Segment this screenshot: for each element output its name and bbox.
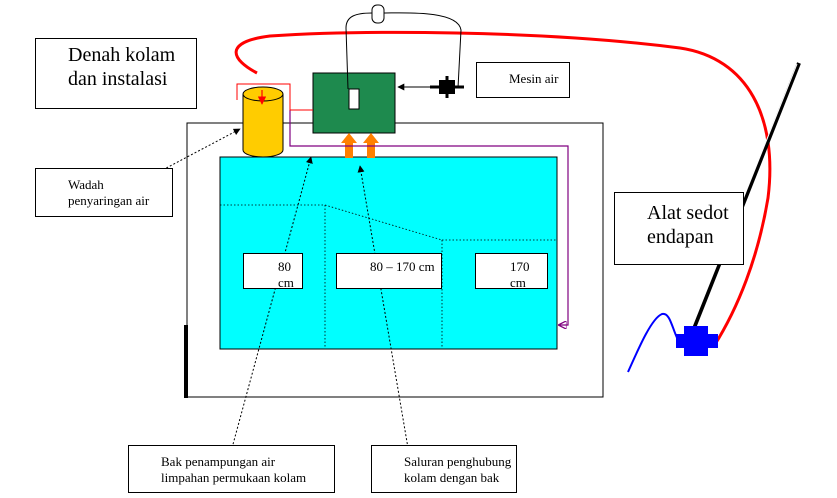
depth-value-middle: 80 – 170 cm bbox=[370, 259, 435, 274]
power-plug bbox=[371, 4, 385, 24]
bak-label-box: Bak penampungan air limpahan permukaan k… bbox=[128, 445, 335, 493]
diagram-title-line1: Denah kolam bbox=[68, 44, 176, 66]
vacuum-pole-outer bbox=[688, 62, 801, 339]
filter-label-box: Wadah penyaringan air bbox=[35, 168, 173, 217]
pump-power-cable bbox=[345, 12, 462, 90]
filter-container bbox=[242, 86, 284, 158]
saluran-label-line2: kolam dengan bak bbox=[404, 469, 500, 485]
pump-label: Mesin air bbox=[509, 71, 559, 86]
saluran-label-line1: Saluran penghubung bbox=[404, 454, 512, 469]
pump-label-box: Mesin air bbox=[476, 62, 570, 98]
depth-value-deep: 170 cm bbox=[510, 259, 530, 290]
bak-label-line1: Bak penampungan air bbox=[161, 454, 276, 469]
depth-label-shallow: 80 cm bbox=[243, 253, 303, 290]
flow-arrow-right bbox=[363, 133, 379, 158]
filter-label-line1: Wadah bbox=[68, 177, 104, 192]
red-pipe-tank-to-filter bbox=[236, 83, 313, 111]
water-pump bbox=[430, 76, 464, 98]
flow-arrow-left bbox=[341, 133, 357, 158]
overflow-tank-outlet bbox=[348, 88, 360, 110]
saluran-label-box: Saluran penghubung kolam dengan bak bbox=[371, 445, 517, 493]
diagram-title-line2: dan instalasi bbox=[68, 68, 168, 90]
bak-label-line2: limpahan permukaan kolam bbox=[161, 469, 307, 485]
diagram-title-box: Denah kolam dan instalasi bbox=[35, 38, 197, 109]
sedot-label-line1: Alat sedot bbox=[647, 202, 729, 224]
vacuum-head bbox=[676, 326, 718, 356]
leader-lines bbox=[137, 128, 409, 449]
filter-label-line2: penyaringan air bbox=[68, 192, 150, 208]
red-suction-pipe bbox=[234, 30, 772, 347]
leader-filter bbox=[137, 128, 241, 184]
sedot-label-box: Alat sedot endapan bbox=[614, 192, 744, 265]
depth-value-shallow: 80 cm bbox=[278, 259, 294, 290]
sedot-label-line2: endapan bbox=[647, 226, 714, 248]
purple-return-pipe bbox=[289, 110, 569, 325]
depth-label-middle: 80 – 170 cm bbox=[336, 253, 442, 289]
vacuum-hose bbox=[627, 312, 679, 373]
depth-label-deep: 170 cm bbox=[475, 253, 548, 290]
depth-profile-lines bbox=[220, 204, 557, 349]
